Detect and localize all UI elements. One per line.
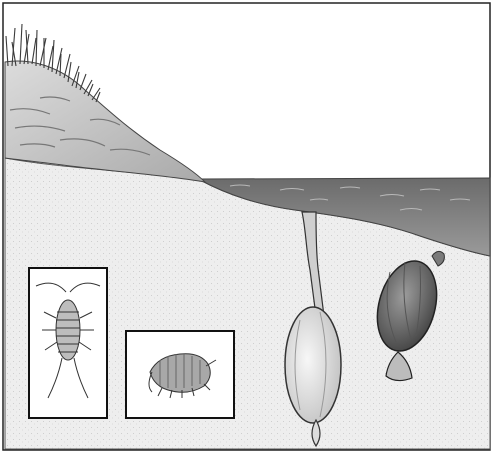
amphipod-inset	[126, 331, 234, 418]
isopod-inset	[29, 268, 107, 418]
